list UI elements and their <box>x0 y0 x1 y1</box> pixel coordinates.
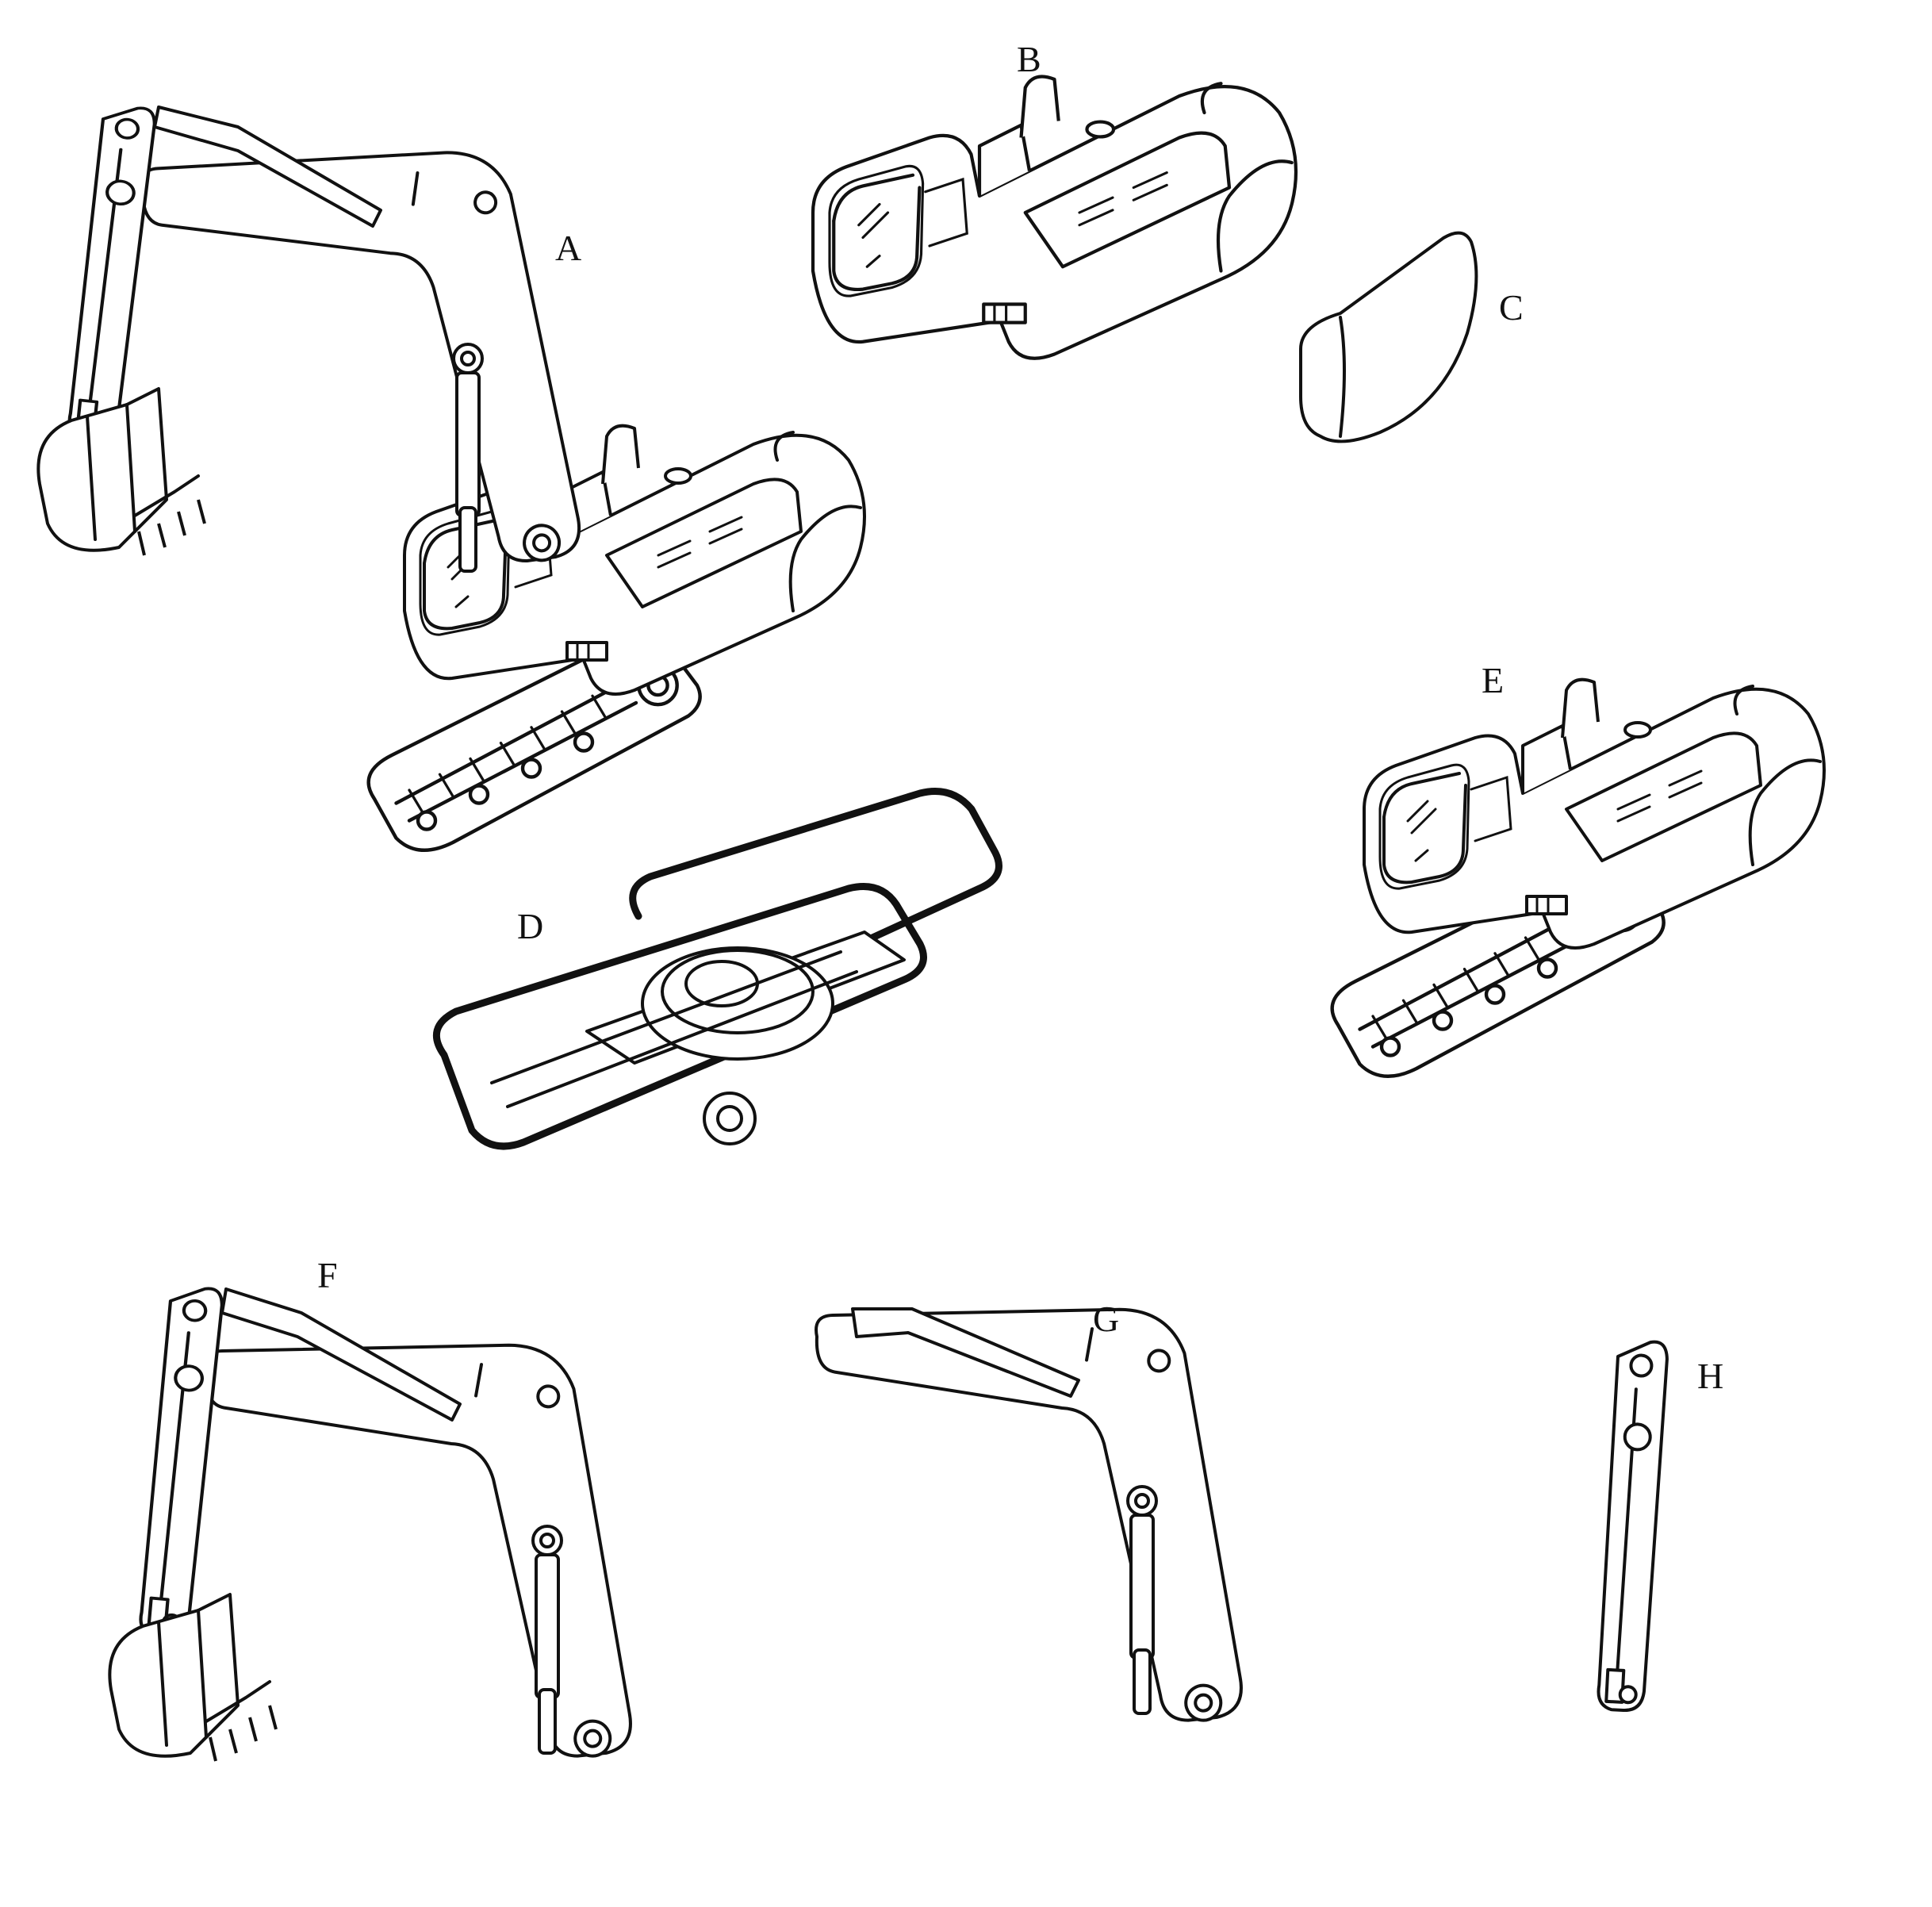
label-h: H <box>1697 1356 1724 1396</box>
part-h-stick <box>1597 1340 1668 1712</box>
label-f: F <box>317 1255 338 1295</box>
label-e: E <box>1482 660 1505 700</box>
part-c-counterweight <box>1299 231 1478 443</box>
part-f-front-attachment <box>108 1285 694 1767</box>
label-d: D <box>517 906 544 946</box>
part-e-machine-without-attachment <box>1332 677 1826 1076</box>
part-b-upper-structure <box>813 77 1296 359</box>
label-c: C <box>1499 287 1524 328</box>
label-a: A <box>555 228 582 268</box>
part-g-boom <box>758 1255 1305 1731</box>
label-g: G <box>1093 1299 1120 1339</box>
part-a-assembled-excavator <box>36 104 866 850</box>
part-d-undercarriage <box>433 788 1002 1150</box>
label-b: B <box>1017 39 1041 79</box>
